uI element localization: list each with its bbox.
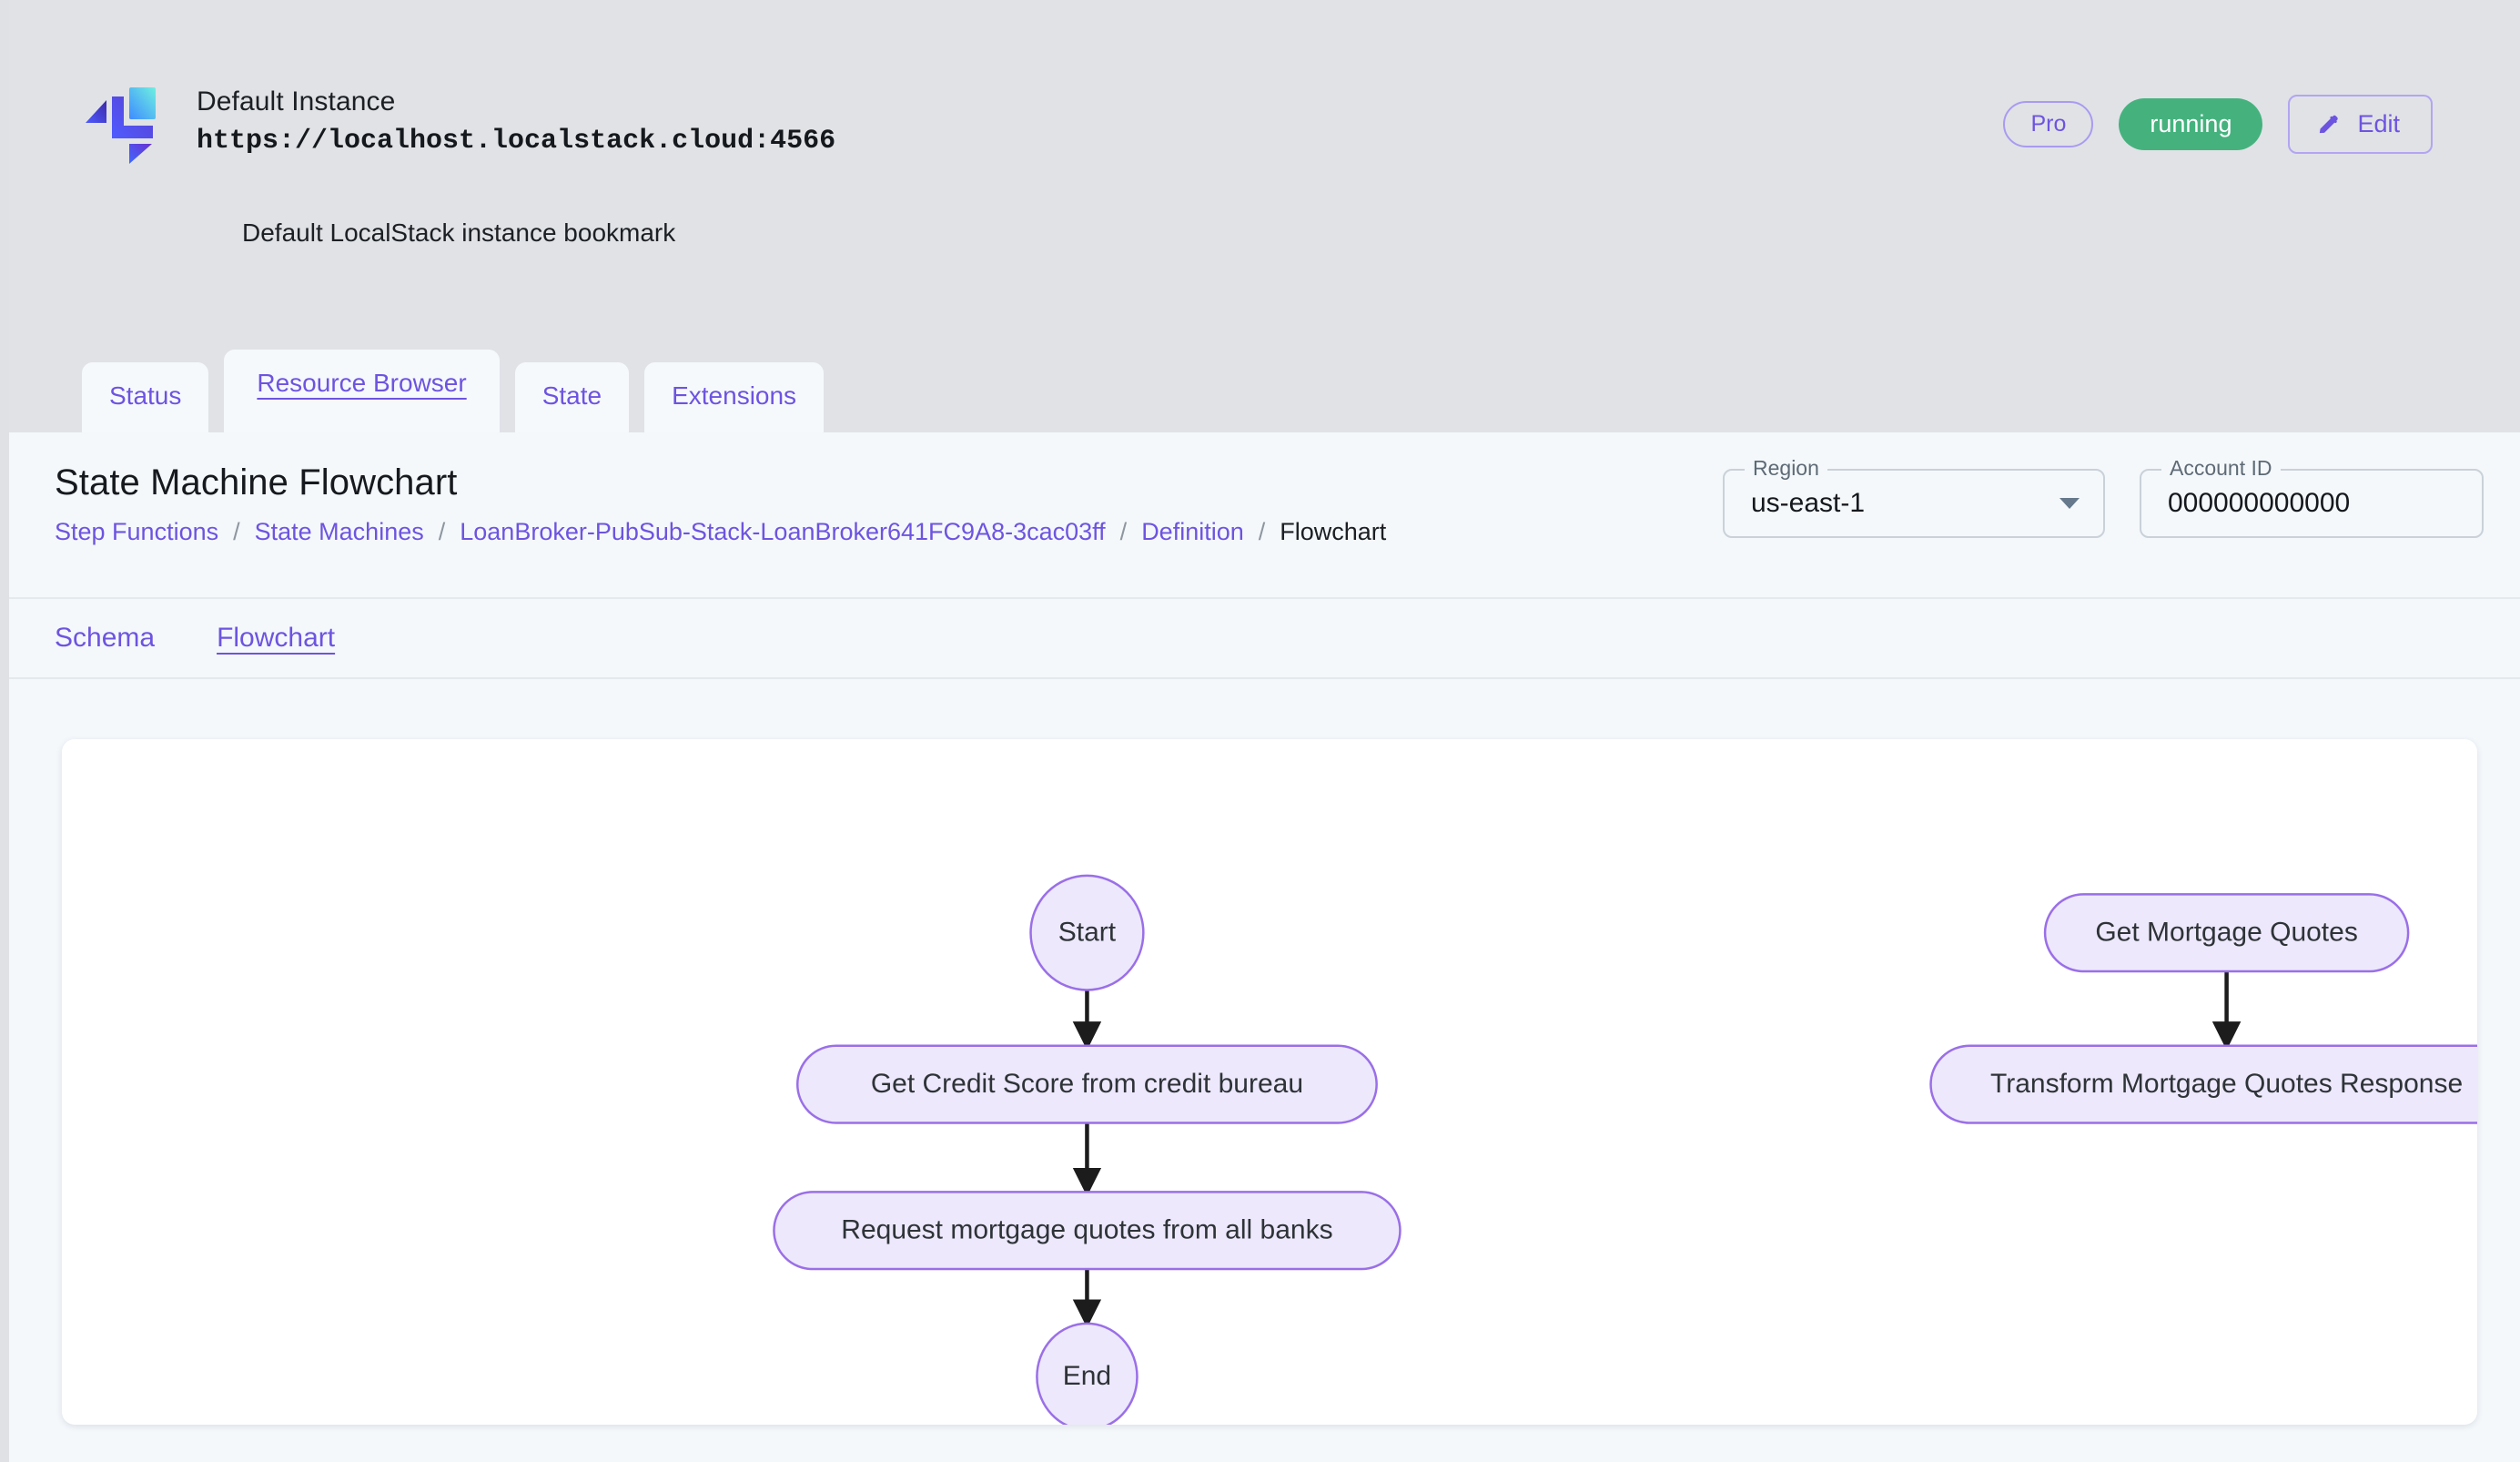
breadcrumb-separator: / [1119,518,1128,545]
flowchart-node-quotes[interactable]: Get Mortgage Quotes [2043,893,2410,973]
flowchart-node-request[interactable]: Request mortgage quotes from all banks [773,1191,1402,1271]
flowchart-edges [1072,971,2242,1328]
breadcrumb-item-flowchart: Flowchart [1280,518,1387,545]
instance-title-block: Default Instance https://localhost.local… [197,77,835,159]
flowchart-node-shape [773,1191,1402,1271]
region-label: Region [1745,458,1827,479]
flowchart-node-label: Get Credit Score from credit bureau [871,1069,1303,1099]
breadcrumb-item-state-machine-name[interactable]: LoanBroker-PubSub-Stack-LoanBroker641FC9… [460,518,1106,545]
content-panel: State Machine Flowchart Step Functions /… [9,432,2520,1462]
view-subtab-bar: Schema Flowchart [9,599,2520,679]
breadcrumb-separator: / [438,518,446,545]
page-title: State Machine Flowchart [55,462,458,503]
flowchart-node-label: Start [1058,918,1117,948]
instance-name: Default Instance [197,86,396,117]
pro-badge[interactable]: Pro [2003,101,2094,147]
region-select[interactable]: Region us-east-1 [1723,458,2105,538]
breadcrumb-item-step-functions[interactable]: Step Functions [55,518,219,545]
scope-selectors: Region us-east-1 Account ID 000000000000 [1723,458,2484,538]
tab-resource-browser[interactable]: Resource Browser [224,350,500,432]
flowchart-node-shape [1036,1322,1139,1425]
edit-button-label: Edit [2357,110,2400,137]
instance-header: Default Instance https://localhost.local… [9,0,2520,432]
flowchart-node-shape [795,1044,1378,1124]
status-badge[interactable]: running [2119,98,2263,150]
flowchart-node-label: Request mortgage quotes from all banks [841,1215,1332,1245]
edit-button[interactable]: Edit [2288,95,2433,154]
subtab-schema[interactable]: Schema [55,623,156,653]
account-id-value: 000000000000 [2168,488,2351,518]
flowchart-node-shape [2043,893,2410,973]
instance-identity: Default Instance https://localhost.local… [82,77,835,168]
flowchart-node-label: Get Mortgage Quotes [2095,918,2358,948]
breadcrumb-item-state-machines[interactable]: State Machines [254,518,424,545]
flowchart-node-label: End [1063,1361,1111,1391]
page-header: State Machine Flowchart Step Functions /… [9,432,2520,599]
account-id-label: Account ID [2161,458,2281,479]
tab-extensions[interactable]: Extensions [644,362,825,432]
tab-status[interactable]: Status [82,362,209,432]
subtab-flowchart[interactable]: Flowchart [217,623,336,653]
main-tab-bar: Status Resource Browser State Extensions [82,350,825,432]
flowchart-node-credit[interactable]: Get Credit Score from credit bureau [795,1044,1378,1124]
header-actions: Pro running Edit [2003,95,2433,154]
region-value: us-east-1 [1751,488,1866,518]
pencil-icon [2315,111,2342,137]
flowchart-node-start[interactable]: Start [1029,874,1145,991]
tab-state[interactable]: State [514,362,630,432]
flowchart-node-end[interactable]: End [1036,1322,1139,1425]
breadcrumb-separator: / [1258,518,1266,545]
breadcrumb: Step Functions / State Machines / LoanBr… [55,517,1386,546]
left-edge-strip [0,0,9,1462]
flowchart-node-shape [1929,1044,2477,1124]
flowchart-node-shape [1029,874,1145,991]
breadcrumb-separator: / [233,518,240,545]
instance-url: https://localhost.localstack.cloud:4566 [197,125,836,157]
chevron-down-icon[interactable] [2060,498,2080,509]
localstack-logo-icon [82,77,173,168]
flowchart-node-label: Transform Mortgage Quotes Response [1990,1069,2463,1099]
instance-description: Default LocalStack instance bookmark [242,218,676,247]
flowchart-node-transform[interactable]: Transform Mortgage Quotes Response [1929,1044,2477,1124]
breadcrumb-item-definition[interactable]: Definition [1141,518,1244,545]
account-id-field[interactable]: Account ID 000000000000 [2140,458,2484,538]
